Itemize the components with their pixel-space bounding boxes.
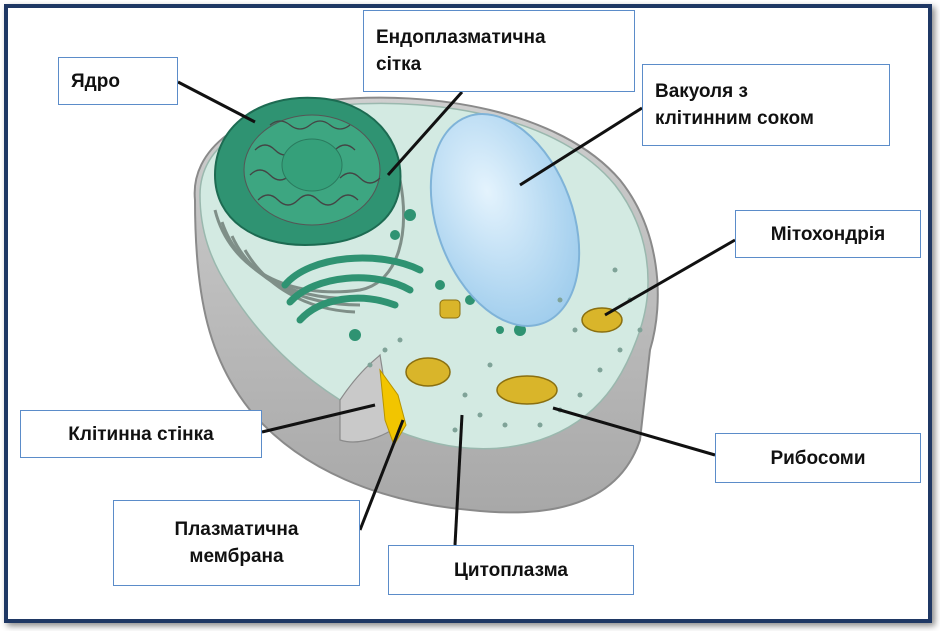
label-vacuole-line1: Вакуоля з bbox=[655, 78, 748, 105]
label-nucleus: Ядро bbox=[58, 57, 178, 105]
label-mitochondria-text: Мітохондрія bbox=[771, 221, 886, 248]
label-er-line1: Ендоплазматична bbox=[376, 24, 546, 51]
label-mitochondria: Мітохондрія bbox=[735, 210, 921, 258]
label-ribosomes-text: Рибосоми bbox=[770, 445, 865, 472]
nucleolus bbox=[282, 139, 342, 191]
label-cell-wall: Клітинна стінка bbox=[20, 410, 262, 458]
label-er-line2: сітка bbox=[376, 51, 421, 78]
label-nucleus-text: Ядро bbox=[71, 68, 120, 95]
label-vacuole: Вакуоля з клітинним соком bbox=[642, 64, 890, 146]
label-cytoplasm: Цитоплазма bbox=[388, 545, 634, 595]
centrosome bbox=[440, 300, 460, 318]
label-cytoplasm-text: Цитоплазма bbox=[454, 557, 568, 584]
label-membrane-line2: мембрана bbox=[189, 543, 283, 570]
label-vacuole-line2: клітинним соком bbox=[655, 105, 814, 132]
label-cell-wall-text: Клітинна стінка bbox=[68, 421, 213, 448]
label-ribosomes: Рибосоми bbox=[715, 433, 921, 483]
label-membrane-line1: Плазматична bbox=[175, 516, 299, 543]
label-endoplasmic-reticulum: Ендоплазматична сітка bbox=[363, 10, 635, 92]
label-plasma-membrane: Плазматична мембрана bbox=[113, 500, 360, 586]
